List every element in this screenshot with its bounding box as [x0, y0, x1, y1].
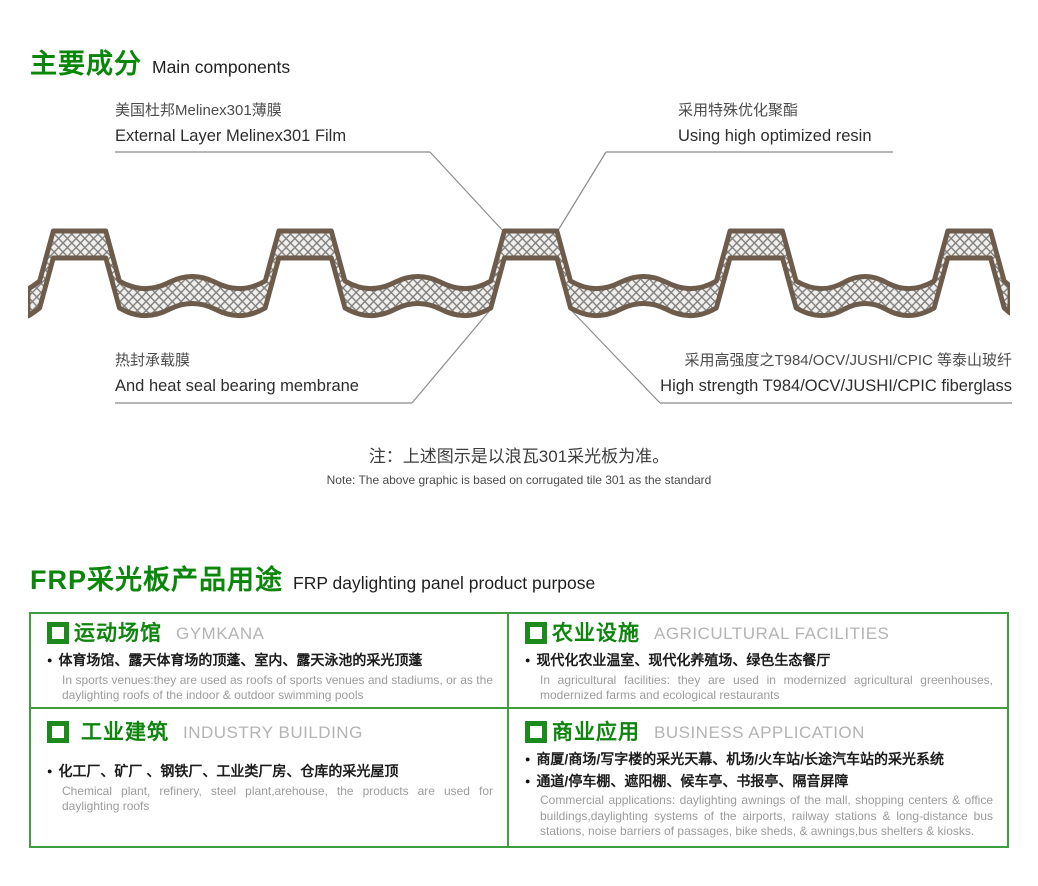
bullet-item: ● 化工厂、矿厂 、钢铁厂、工业类厂房、仓库的采光屋顶: [47, 763, 493, 781]
label-fiberglass-en: High strength T984/OCV/JUSHI/CPIC fiberg…: [660, 377, 1012, 395]
bullet-text: 现代化农业温室、现代化养殖场、绿色生态餐厅: [536, 652, 831, 668]
panel-structure-diagram: 美国杜邦Melinex301薄膜 External Layer Melinex3…: [0, 95, 1038, 440]
cell-description: Chemical plant, refinery, steel plant,ar…: [62, 783, 493, 814]
product-purpose-heading: FRP采光板产品用途 FRP daylighting panel product…: [30, 558, 595, 597]
main-components-heading-en: Main components: [152, 57, 291, 77]
label-bearing-membrane: 热封承载膜 And heat seal bearing membrane: [115, 353, 359, 395]
main-components-heading: 主要成分 Main components: [30, 42, 290, 81]
corrugated-panel-icon: [28, 228, 1010, 319]
bullet-text: 通道/停车棚、遮阳棚、候车亭、书报亭、隔音屏障: [536, 772, 849, 789]
label-bearing-membrane-zh: 热封承载膜: [115, 352, 191, 369]
cell-description: In agricultural facilities: they are use…: [540, 672, 993, 703]
bullet-dot-icon: ●: [525, 775, 531, 786]
product-purpose-heading-zh: FRP采光板产品用途: [30, 565, 283, 595]
bullet-dot-icon: ●: [525, 754, 531, 764]
bullet-text: 体育场馆、露天体育场的顶蓬、室内、露天泳池的采光顶蓬: [58, 652, 423, 668]
bullet-dot-icon: ●: [47, 655, 53, 665]
square-icon: [47, 721, 69, 743]
cell-title-zh: 运动场馆: [74, 621, 162, 645]
square-icon: [525, 622, 547, 644]
purpose-cell-industry-header: 工业建筑 INDUSTRY BUILDING: [47, 721, 493, 743]
cell-description: In sports venues:they are used as roofs …: [62, 672, 493, 703]
cell-title-en: INDUSTRY BUILDING: [183, 722, 363, 742]
cell-title-zh: 商业应用: [552, 720, 640, 744]
purpose-table: 运动场馆 GYMKANA ● 体育场馆、露天体育场的顶蓬、室内、露天泳池的采光顶…: [29, 612, 1009, 848]
bullet-text: 化工厂、矿厂 、钢铁厂、工业类厂房、仓库的采光屋顶: [58, 763, 399, 779]
diagram-note-en: Note: The above graphic is based on corr…: [326, 473, 712, 487]
label-optimized-resin-zh: 采用特殊优化聚酯: [678, 102, 799, 119]
purpose-cell-business-header: 商业应用 BUSINESS APPLICATION: [525, 721, 993, 743]
cell-title-en: GYMKANA: [176, 623, 265, 643]
label-fiberglass-zh: 采用高强度之T984/OCV/JUSHI/CPIC 等泰山玻纤: [684, 352, 1012, 369]
main-components-heading-zh: 主要成分: [30, 49, 142, 79]
diagram-note-zh: 注：上述图示是以浪瓦301采光板为准。: [368, 447, 670, 466]
purpose-cell-gymkana-header: 运动场馆 GYMKANA: [47, 622, 493, 644]
square-icon: [525, 721, 547, 743]
bullet-item: ● 通道/停车棚、遮阳棚、候车亭、书报亭、隔音屏障: [525, 773, 993, 791]
square-icon: [47, 622, 69, 644]
label-optimized-resin-en: Using high optimized resin: [678, 127, 872, 145]
cell-description: Commercial applications: daylighting awn…: [540, 793, 993, 839]
purpose-cell-agricultural-header: 农业设施 AGRICULTURAL FACILITIES: [525, 622, 993, 644]
label-bearing-membrane-en: And heat seal bearing membrane: [115, 377, 359, 395]
bullet-item: ● 现代化农业温室、现代化养殖场、绿色生态餐厅: [525, 652, 993, 670]
bullet-item: ● 商厦/商场/写字楼的采光天幕、机场/火车站/长途汽车站的采光系统: [525, 751, 993, 769]
purpose-cell-gymkana: 运动场馆 GYMKANA ● 体育场馆、露天体育场的顶蓬、室内、露天泳池的采光顶…: [31, 614, 509, 709]
diagram-note: 注：上述图示是以浪瓦301采光板为准。 Note: The above grap…: [0, 448, 1038, 486]
purpose-cell-business: 商业应用 BUSINESS APPLICATION ● 商厦/商场/写字楼的采光…: [509, 709, 1007, 846]
label-fiberglass: 采用高强度之T984/OCV/JUSHI/CPIC 等泰山玻纤 High str…: [660, 353, 1012, 395]
label-optimized-resin: 采用特殊优化聚酯 Using high optimized resin: [678, 103, 872, 145]
cell-title-en: BUSINESS APPLICATION: [654, 722, 865, 742]
cell-title-zh: 农业设施: [552, 621, 640, 645]
purpose-cell-agricultural: 农业设施 AGRICULTURAL FACILITIES ● 现代化农业温室、现…: [509, 614, 1007, 709]
cell-title-zh: 工业建筑: [81, 720, 169, 744]
bullet-item: ● 体育场馆、露天体育场的顶蓬、室内、露天泳池的采光顶蓬: [47, 652, 493, 670]
bullet-dot-icon: ●: [525, 655, 531, 665]
bullet-dot-icon: ●: [47, 766, 53, 776]
bullet-text: 商厦/商场/写字楼的采光天幕、机场/火车站/长途汽车站的采光系统: [536, 751, 944, 767]
product-purpose-heading-en: FRP daylighting panel product purpose: [293, 573, 596, 593]
cell-title-en: AGRICULTURAL FACILITIES: [654, 623, 890, 643]
label-external-layer: 美国杜邦Melinex301薄膜 External Layer Melinex3…: [115, 103, 346, 145]
purpose-cell-industry: 工业建筑 INDUSTRY BUILDING ● 化工厂、矿厂 、钢铁厂、工业类…: [31, 709, 509, 846]
label-external-layer-en: External Layer Melinex301 Film: [115, 127, 347, 145]
label-external-layer-zh: 美国杜邦Melinex301薄膜: [115, 102, 282, 119]
